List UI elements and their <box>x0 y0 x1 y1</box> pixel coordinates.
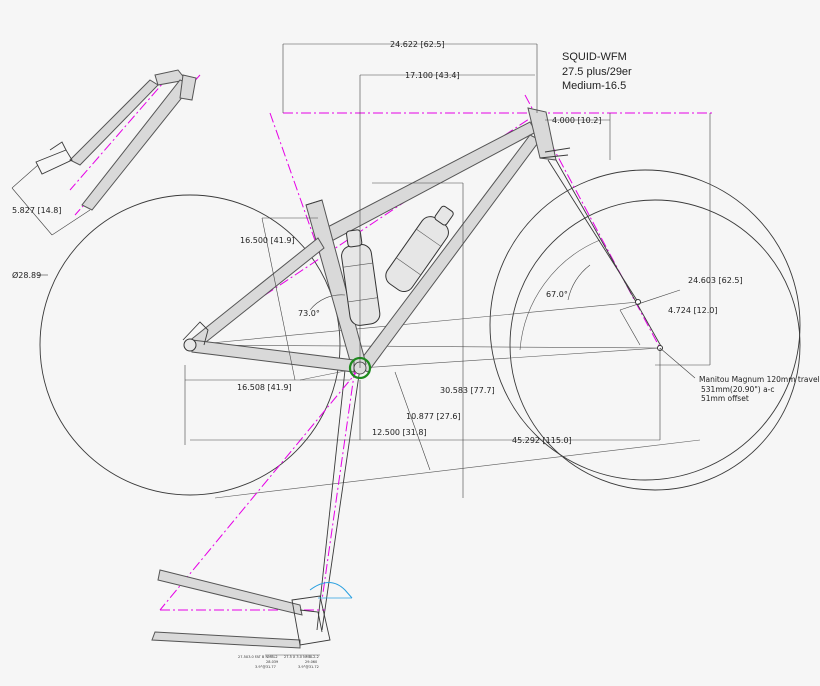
dimension-labels: 24.622 [62.5] 17.100 [43.4] 4.000 [10.2]… <box>12 40 743 445</box>
rear-stay-detail <box>11 69 197 236</box>
dim-bb-drop: 10.877 [27.6] <box>406 412 461 421</box>
tiny-notes: 27.5X3.0 FAT B NMBL2 28.039 3.9°@31.77 2… <box>238 655 319 669</box>
fork-note: Manitou Magnum 120mm travel 531mm(20.90"… <box>699 375 820 403</box>
title-block: SQUID-WFM 27.5 plus/29er Medium-16.5 <box>562 51 632 92</box>
dim-reach: 17.100 [43.4] <box>405 71 460 80</box>
title-name: SQUID-WFM <box>562 51 627 63</box>
tiny-note: 27.5 X 3.0 NMBL2-2 <box>284 655 319 659</box>
dim-head-angle: 67.0° <box>546 290 568 299</box>
water-bottle-1 <box>341 229 381 326</box>
dim-wheel-diameter: Ø28.89 <box>12 270 41 280</box>
geometry-lines <box>189 301 701 631</box>
dim-front-center: 12.500 [31.8] <box>372 428 427 437</box>
dim-fork-offset: 4.724 [12.0] <box>668 306 718 315</box>
dimension-lines <box>38 43 711 498</box>
tiny-note: 28.039 <box>266 660 278 664</box>
chain-stay <box>191 339 355 373</box>
fork-note-line1: Manitou Magnum 120mm travel <box>699 375 820 384</box>
rear-wheel <box>39 194 341 496</box>
fork-note-line2: 531mm(20.90") a-c <box>701 385 775 394</box>
fork-note-line3: 51mm offset <box>701 394 749 403</box>
seat-stay <box>187 237 325 351</box>
rear-dropout <box>183 338 197 352</box>
dim-seat-tube: 16.500 [41.9] <box>240 236 295 245</box>
dim-head-tube: 4.000 [10.2] <box>552 116 602 125</box>
centerlines <box>69 74 715 611</box>
dim-wheelbase: 45.292 [115.0] <box>512 436 572 445</box>
tiny-note: 3.9°@31.77 <box>255 665 276 669</box>
front-wheel <box>489 169 801 491</box>
dim-rear-dropout: 5.827 [14.8] <box>12 206 62 215</box>
dim-wheelbase-top: 24.622 [62.5] <box>390 40 445 49</box>
dim-stack: 24.603 [62.5] <box>688 276 743 285</box>
title-size: Medium-16.5 <box>562 80 626 92</box>
tiny-note: 27.5X3.0 FAT B NMBL2 <box>238 655 278 659</box>
dim-bb-height: 30.583 [77.7] <box>440 386 495 395</box>
title-wheels: 27.5 plus/29er <box>562 66 632 78</box>
dim-chainstay: 16.508 [41.9] <box>237 383 292 392</box>
dim-seat-angle: 73.0° <box>298 309 320 318</box>
fork-detail <box>151 569 353 656</box>
water-bottle-2 <box>385 205 454 293</box>
tiny-note: 29.060 <box>305 660 317 664</box>
tiny-note: 3.9°@31.72 <box>298 665 319 669</box>
